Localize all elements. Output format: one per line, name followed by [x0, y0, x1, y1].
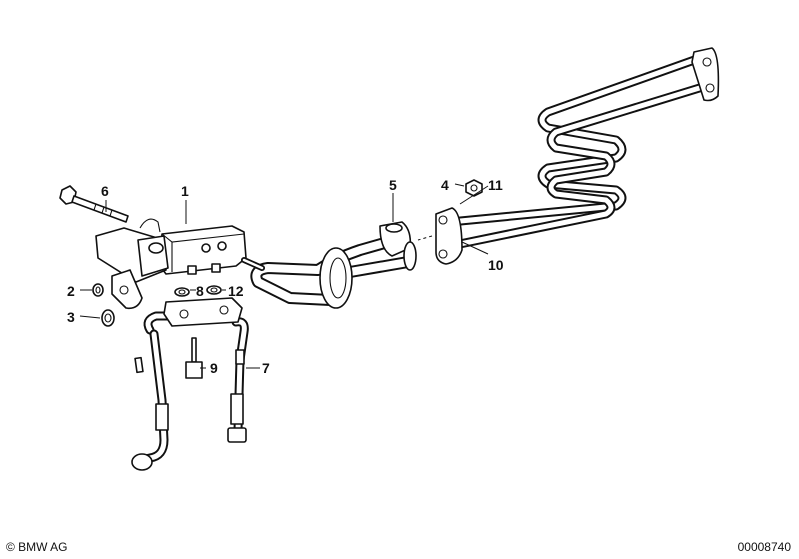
seal-ring-part-3 — [101, 309, 115, 327]
callout-numbers: 1 2 3 4 5 6 7 8 9 10 11 12 — [67, 177, 504, 376]
hose-sleeve — [230, 393, 244, 425]
bolt-part-6 — [59, 185, 129, 223]
grommet — [319, 247, 353, 309]
screw-part-9 — [185, 337, 203, 379]
callout-11: 11 — [488, 177, 503, 193]
callout-9: 9 — [210, 360, 218, 376]
copyright-notice: © BMW AG — [6, 540, 68, 554]
callout-10: 10 — [488, 257, 504, 273]
seal-ring-part-8 — [174, 287, 190, 297]
line-block — [163, 297, 243, 327]
hose-sleeve — [155, 403, 169, 431]
callout-5: 5 — [389, 177, 397, 193]
hose-end — [131, 453, 153, 471]
callout-6: 6 — [101, 183, 109, 199]
hose-nut — [227, 427, 247, 443]
valve-coupling — [95, 218, 169, 310]
nut-part-4 — [465, 179, 483, 197]
callout-2: 2 — [67, 283, 75, 299]
seal-ring-part-12 — [206, 285, 222, 295]
tube-part-5 — [250, 221, 417, 309]
callout-1: 1 — [181, 183, 189, 199]
seal-ring-part-2 — [92, 283, 104, 297]
expansion-valve-part-1 — [159, 225, 265, 275]
callout-3: 3 — [67, 309, 75, 325]
flange-part-10 — [417, 207, 463, 265]
callout-12: 12 — [228, 283, 244, 299]
diagram-reference-number: 00008740 — [737, 540, 791, 554]
cooler-coil — [445, 47, 720, 251]
callout-4: 4 — [441, 177, 449, 193]
callout-8: 8 — [196, 283, 204, 299]
lines-part-7 — [131, 297, 249, 471]
leader-lines — [79, 183, 489, 369]
callout-7: 7 — [262, 360, 270, 376]
coil-end-flange — [691, 47, 720, 102]
